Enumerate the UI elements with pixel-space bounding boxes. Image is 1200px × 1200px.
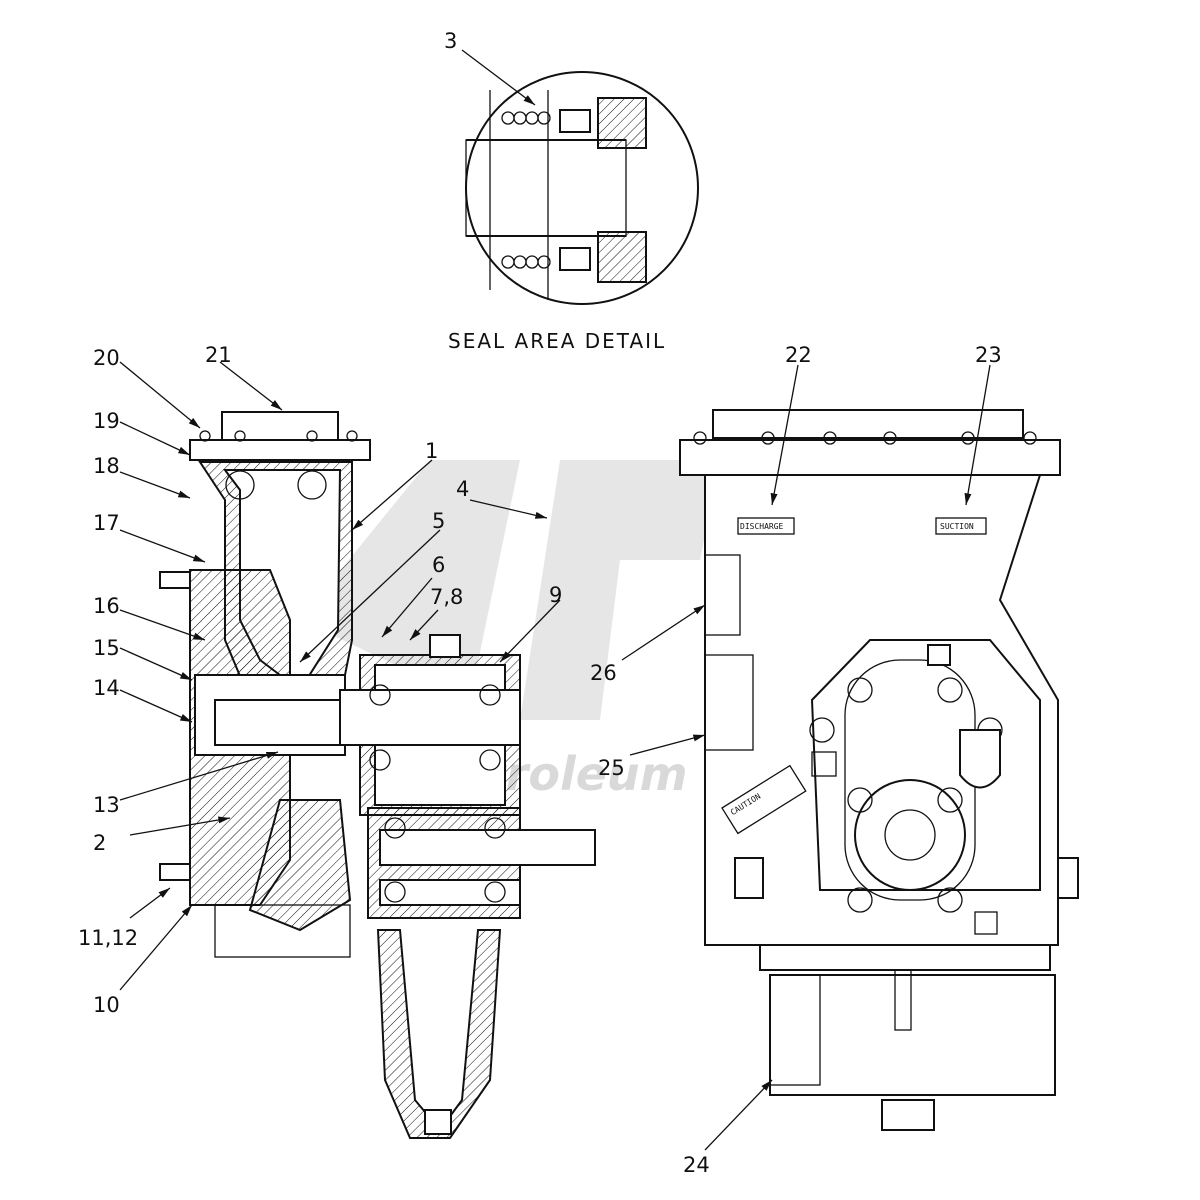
callout-7-8: 7,8 bbox=[430, 585, 463, 609]
callout-20: 20 bbox=[93, 346, 120, 370]
suction-decal bbox=[935, 517, 987, 535]
suction-decal-text: SUCTION bbox=[940, 522, 974, 531]
callout-26: 26 bbox=[590, 661, 617, 685]
callout-18: 18 bbox=[93, 454, 120, 478]
discharge-decal bbox=[737, 517, 795, 535]
callout-6: 6 bbox=[432, 553, 445, 577]
leader-lines bbox=[119, 49, 991, 1151]
callout-24: 24 bbox=[683, 1153, 710, 1177]
callout-labels: 3 1 4 5 6 7,8 9 20 21 19 18 17 16 15 14 … bbox=[78, 29, 1002, 1177]
callout-17: 17 bbox=[93, 511, 120, 535]
callout-19: 19 bbox=[93, 409, 120, 433]
pump-section-view bbox=[159, 411, 596, 1139]
callout-3: 3 bbox=[444, 29, 457, 53]
callout-15: 15 bbox=[93, 636, 120, 660]
callout-1: 1 bbox=[425, 439, 438, 463]
callout-10: 10 bbox=[93, 993, 120, 1017]
callout-14: 14 bbox=[93, 676, 120, 700]
callout-2: 2 bbox=[93, 831, 106, 855]
seal-area-detail-caption: SEAL AREA DETAIL bbox=[448, 329, 666, 353]
callout-22: 22 bbox=[785, 343, 812, 367]
callout-25: 25 bbox=[598, 756, 625, 780]
callout-9: 9 bbox=[549, 583, 562, 607]
callout-23: 23 bbox=[975, 343, 1002, 367]
callout-13: 13 bbox=[93, 793, 120, 817]
callout-4: 4 bbox=[456, 477, 469, 501]
callout-16: 16 bbox=[93, 594, 120, 618]
discharge-decal-text: DISCHARGE bbox=[740, 522, 784, 531]
callout-21: 21 bbox=[205, 343, 232, 367]
callout-5: 5 bbox=[432, 509, 445, 533]
callout-11-12: 11,12 bbox=[78, 926, 138, 950]
seal-area-detail: SEAL AREA DETAIL bbox=[448, 71, 699, 353]
pump-exterior-view: DISCHARGE SUCTION CAUTION bbox=[679, 409, 1079, 1131]
